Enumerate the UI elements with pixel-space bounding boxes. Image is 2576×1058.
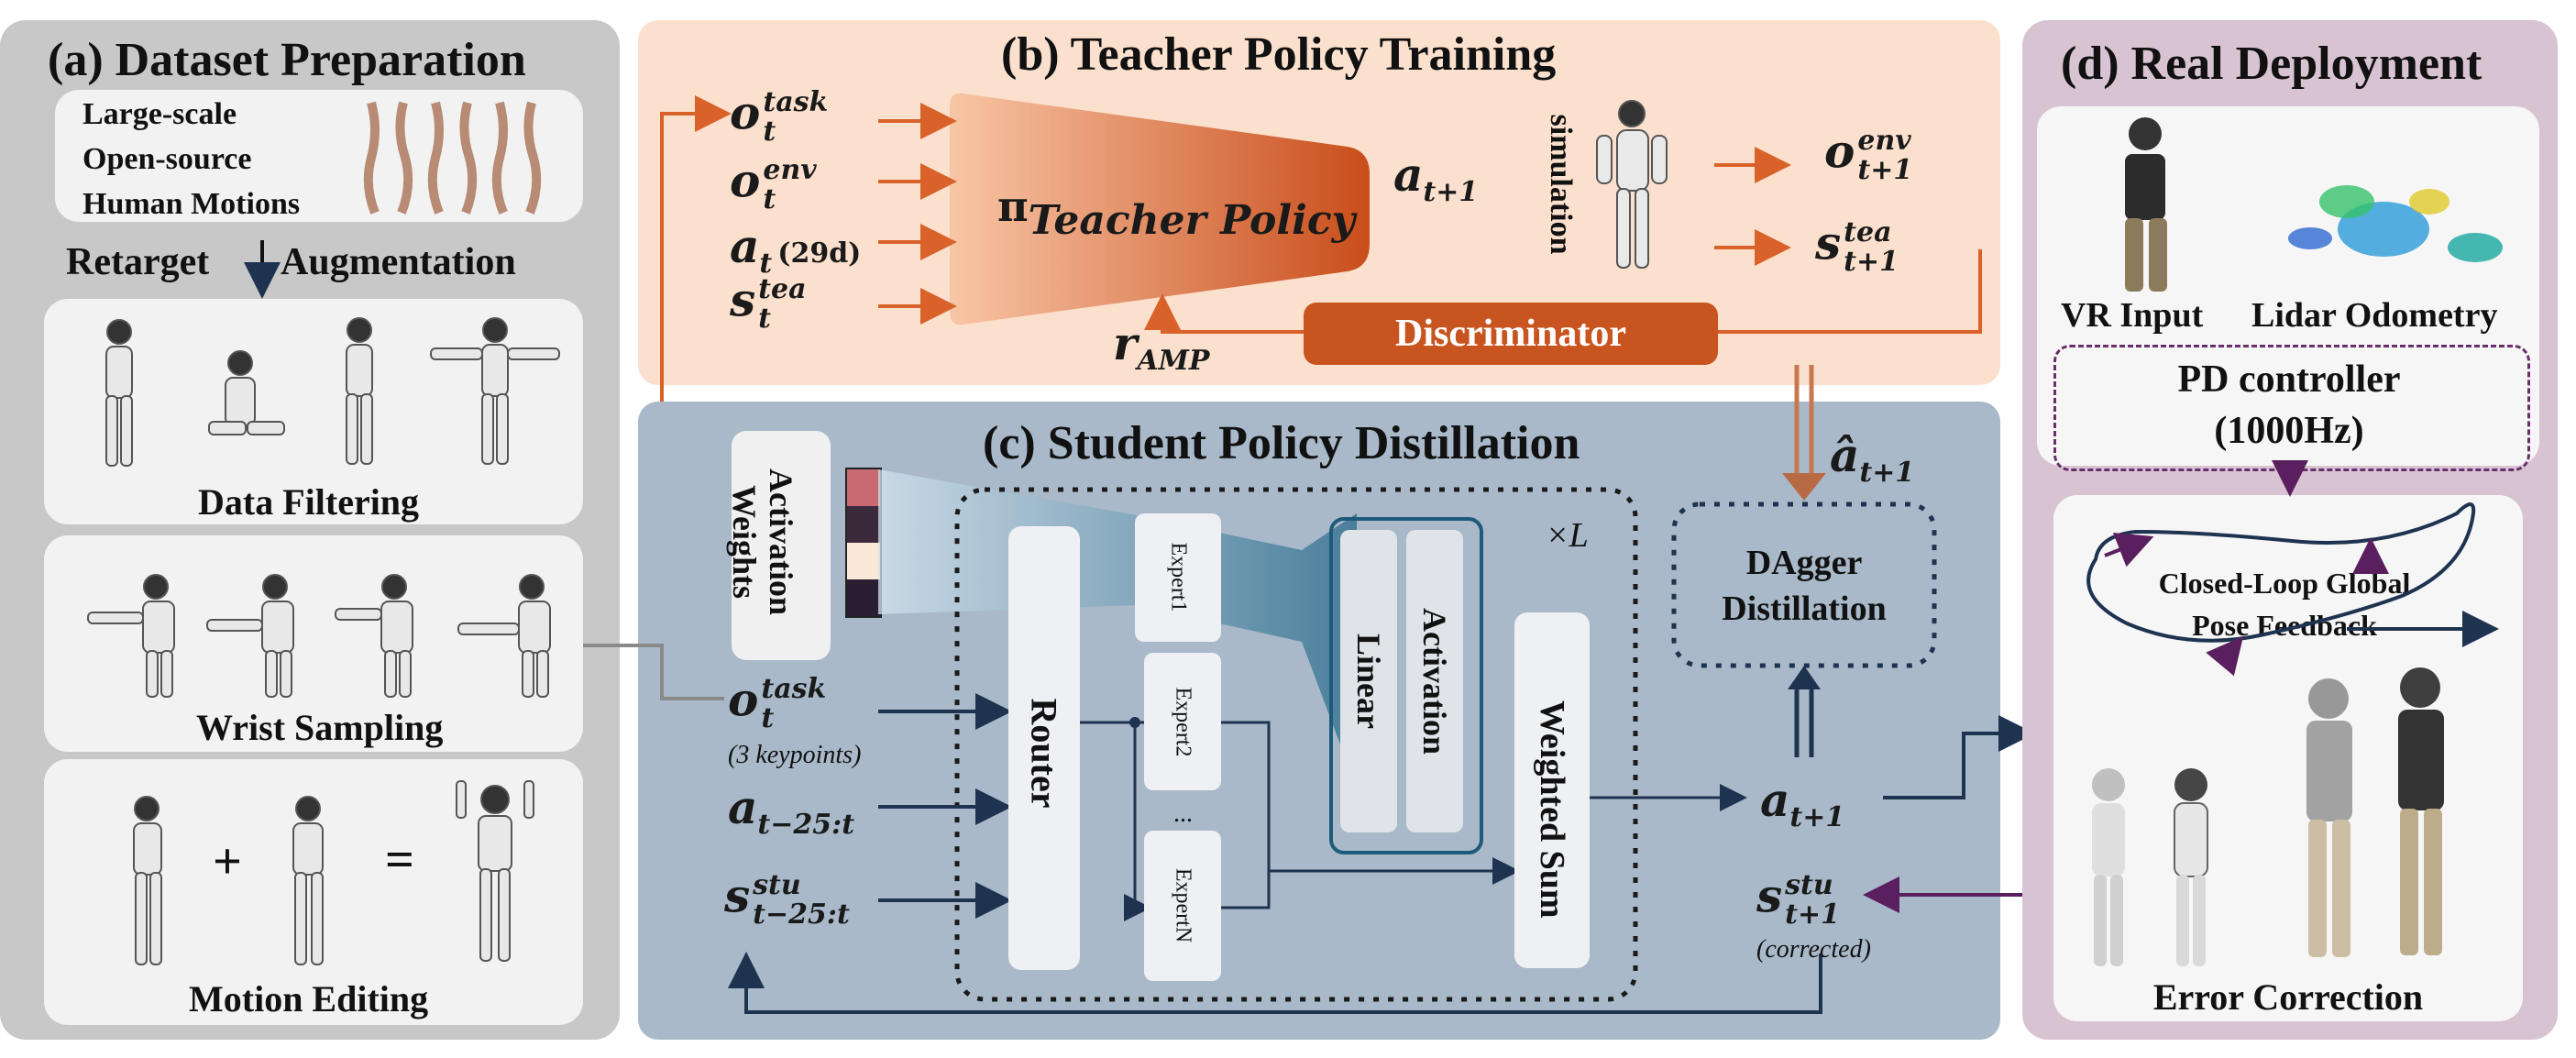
weighted-sum-box bbox=[1514, 612, 1590, 968]
vr-input-label: VR Input bbox=[2061, 296, 2204, 335]
experts-ellipsis: ... bbox=[1173, 799, 1193, 828]
expert-n-label: ExpertN bbox=[1171, 867, 1195, 943]
discriminator-box bbox=[1304, 303, 1718, 365]
activation-weight-bar-1 bbox=[847, 469, 880, 506]
equals-sign: = bbox=[385, 832, 414, 888]
times-l-label: ×L bbox=[1546, 516, 1589, 555]
simulation-label: simulation bbox=[1544, 114, 1578, 255]
source-line-2: Open-source bbox=[83, 142, 252, 176]
augmentation-label: Augmentation bbox=[281, 241, 516, 283]
lidar-label: Lidar Odometry bbox=[2251, 296, 2498, 335]
panel-a-title: (a) Dataset Preparation bbox=[48, 34, 526, 86]
expert-n-box bbox=[1144, 831, 1221, 981]
plus-sign: + bbox=[213, 833, 242, 890]
keypoints-note: (3 keypoints) bbox=[728, 741, 862, 769]
retarget-label: Retarget bbox=[66, 241, 210, 283]
feedback-label-2: Pose Feedback bbox=[2192, 609, 2377, 642]
activation-weight-bar-4 bbox=[847, 579, 880, 616]
wrist-sampling-card bbox=[44, 535, 583, 752]
activation-weight-bars bbox=[845, 468, 882, 618]
motion-editing-label: Motion Editing bbox=[189, 978, 429, 1019]
dagger-label-1: DAgger bbox=[1745, 544, 1863, 582]
activation-weights-label-2: Weights bbox=[726, 484, 763, 599]
panel-b-title: (b) Teacher Policy Training bbox=[1001, 28, 1557, 81]
wrist-sampling-label: Wrist Sampling bbox=[196, 707, 444, 748]
panel-d-title: (d) Real Deployment bbox=[2061, 38, 2482, 90]
activation-weights-label-1: Activation bbox=[763, 468, 799, 615]
vr-lidar-card bbox=[2037, 106, 2539, 466]
error-correction-label: Error Correction bbox=[2152, 976, 2424, 1018]
discriminator-label: Discriminator bbox=[1395, 313, 1626, 355]
expert-2-box bbox=[1144, 653, 1221, 790]
source-line-1: Large-scale bbox=[83, 97, 237, 131]
corrected-note: (corrected) bbox=[1756, 935, 1871, 964]
panel-c-title: (c) Student Policy Distillation bbox=[983, 417, 1580, 469]
pd-controller-label-2: (1000Hz) bbox=[2214, 410, 2364, 452]
data-filtering-label: Data Filtering bbox=[198, 481, 420, 523]
router-box bbox=[1008, 526, 1080, 970]
router-label: Router bbox=[1023, 698, 1065, 809]
teacher-input-a-t: at(29d) bbox=[730, 219, 862, 280]
teacher-action-output: at+1 bbox=[1393, 148, 1479, 208]
activation-box bbox=[1406, 530, 1463, 832]
dagger-target-a-hat: ât+1 bbox=[1830, 428, 1915, 489]
activation-weights-box bbox=[732, 431, 831, 660]
expert-layer-group bbox=[1329, 517, 1483, 854]
source-line-3: Human Motions bbox=[83, 187, 301, 221]
student-input-a-hist: at−25:t bbox=[728, 780, 855, 841]
expert-1-label: Expert1 bbox=[1166, 542, 1191, 612]
expert-2-label: Expert2 bbox=[1171, 687, 1195, 757]
expert-1-box bbox=[1135, 513, 1221, 642]
activation-weight-bar-2 bbox=[847, 506, 880, 543]
teacher-policy-label: πTeacher Policy bbox=[997, 182, 1356, 244]
feedback-label-1: Closed-Loop Global bbox=[2158, 567, 2411, 600]
student-action-output: at+1 bbox=[1760, 773, 1845, 833]
reward-amp: rAMP bbox=[1113, 316, 1210, 377]
linear-box bbox=[1340, 530, 1397, 832]
dagger-label-2: Distillation bbox=[1722, 590, 1887, 628]
activation-weight-bar-3 bbox=[847, 543, 880, 579]
pd-controller-label-1: PD controller bbox=[2177, 358, 2401, 401]
weighted-sum-label: Weighted Sum bbox=[1533, 700, 1571, 919]
linear-label: Linear bbox=[1350, 634, 1387, 729]
activation-label: Activation bbox=[1416, 608, 1453, 755]
